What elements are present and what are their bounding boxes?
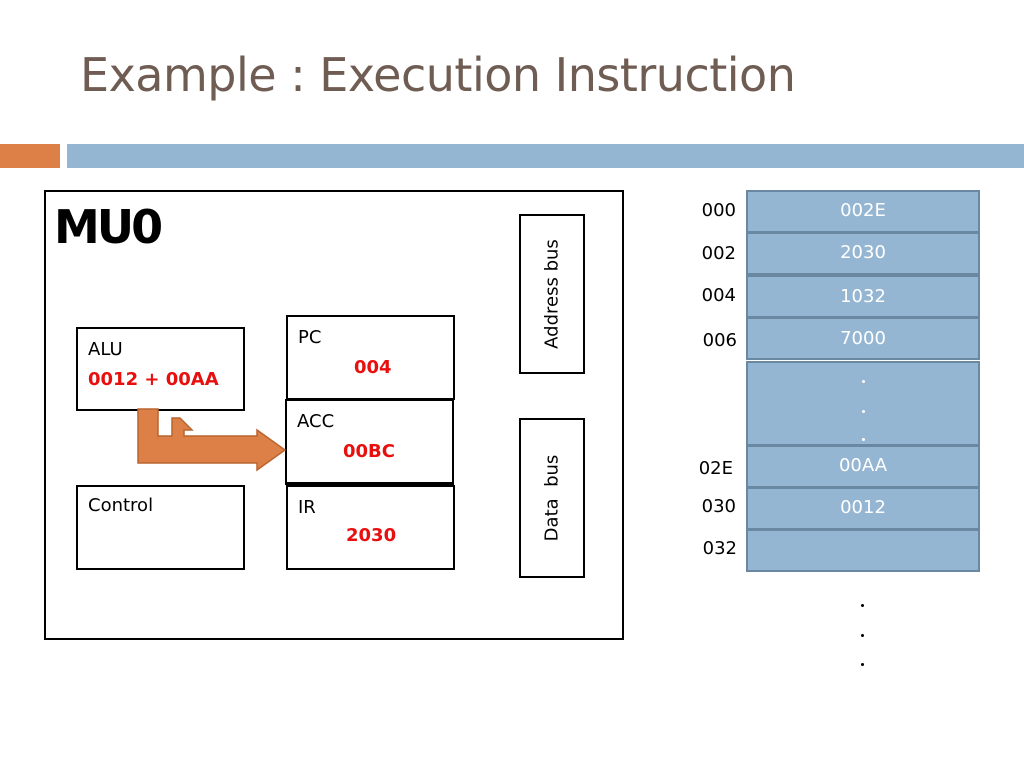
memory-address: 006 <box>702 330 737 351</box>
alu-to-acc-arrow <box>137 408 287 472</box>
memory-cell: 0012 <box>746 487 980 530</box>
memory-address: 02E <box>698 458 733 479</box>
arrow-return-shape <box>137 408 287 472</box>
alu-box: ALU 0012 + 00AA <box>76 327 245 411</box>
continuation-dot <box>861 604 864 607</box>
memory-address: 030 <box>701 496 736 517</box>
alu-value: 0012 + 00AA <box>88 369 219 390</box>
ellipsis-dot <box>862 380 865 383</box>
memory-cell-ellipsis <box>746 361 980 446</box>
memory-address: 004 <box>701 285 736 306</box>
pc-register: PC 004 <box>286 315 455 400</box>
continuation-dot <box>861 634 864 637</box>
slide-title: Example : Execution Instruction <box>80 48 796 102</box>
memory-address: 002 <box>701 243 736 264</box>
pc-value: 004 <box>354 357 392 378</box>
mu0-cpu-box <box>44 190 624 640</box>
memory-address: 032 <box>702 538 737 559</box>
control-label: Control <box>88 495 154 516</box>
memory-address: 000 <box>701 200 736 221</box>
ellipsis-dot <box>862 410 865 413</box>
alu-label: ALU <box>88 339 123 360</box>
address-bus-label: Address bus <box>541 239 563 349</box>
continuation-dot <box>861 663 864 666</box>
memory-cell: 1032 <box>746 275 980 318</box>
memory-cell: 2030 <box>746 232 980 275</box>
memory-cell <box>746 529 980 572</box>
ir-register: IR 2030 <box>286 485 455 570</box>
mu0-label: MU0 <box>54 200 163 254</box>
ir-label: IR <box>298 497 316 518</box>
memory-cell: 002E <box>746 190 980 233</box>
address-bus: Address bus <box>519 214 585 374</box>
ir-value: 2030 <box>346 525 397 546</box>
memory-cell: 00AA <box>746 445 980 488</box>
data-bus: Data bus <box>519 418 585 578</box>
ellipsis-dot <box>862 438 865 441</box>
pc-label: PC <box>298 327 322 348</box>
acc-label: ACC <box>297 411 335 432</box>
acc-register: ACC 00BC <box>285 399 454 485</box>
control-box: Control <box>76 485 245 570</box>
acc-value: 00BC <box>343 441 395 462</box>
header-accent-orange <box>0 144 60 168</box>
data-bus-label: Data bus <box>541 454 563 542</box>
header-accent-blue <box>67 144 1024 168</box>
memory-cell: 7000 <box>746 317 980 360</box>
